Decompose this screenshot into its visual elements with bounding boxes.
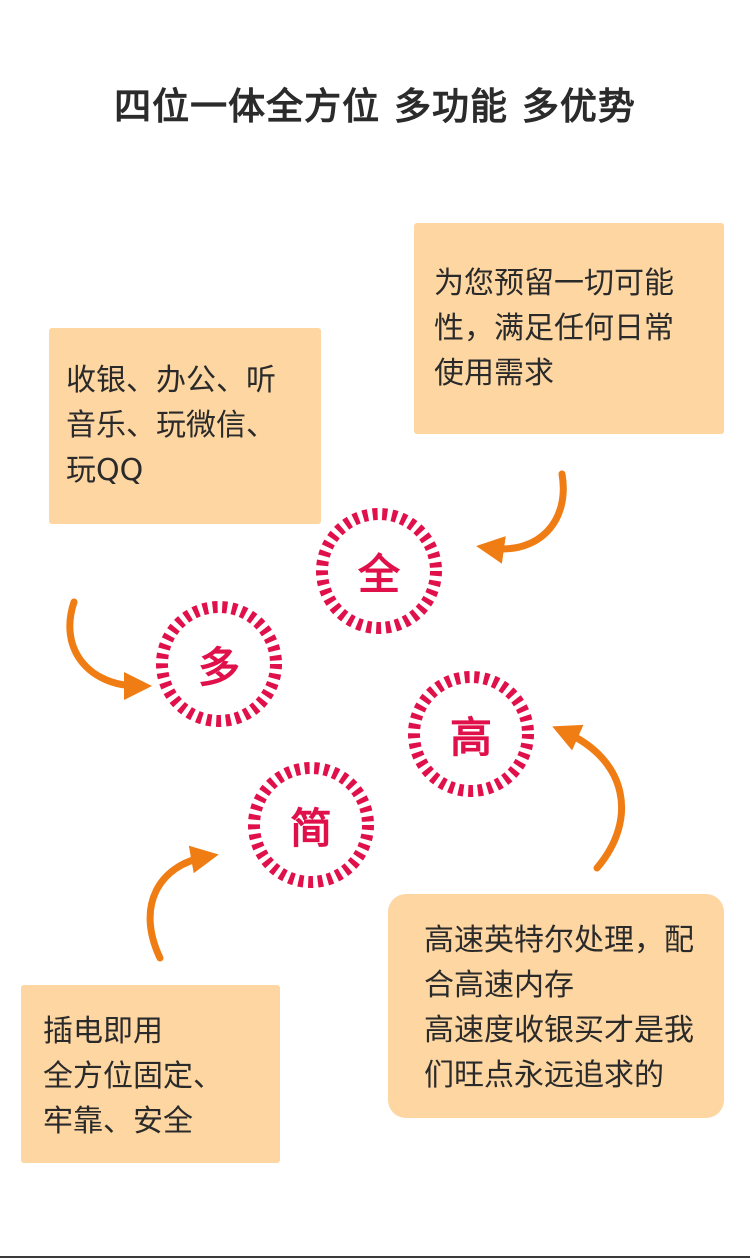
- feature-text-line: 收银、办公、听: [66, 363, 276, 398]
- feature-text-line: 牢靠、安全: [43, 1104, 193, 1139]
- feature-text-line: 性，满足任何日常: [434, 311, 674, 346]
- badge-duo: 多: [154, 599, 284, 729]
- feature-text-line: 插电即用: [43, 1014, 163, 1049]
- feature-text-line: 高速英特尔处理，配: [424, 923, 694, 958]
- curved-arrow-icon: [66, 598, 152, 700]
- feature-text-line: 全方位固定、: [43, 1059, 223, 1094]
- feature-box-simplicity: 插电即用 全方位固定、 牢靠、安全: [21, 985, 280, 1163]
- badge-jian: 简: [246, 760, 376, 890]
- feature-box-flexibility: 为您预留一切可能 性，满足任何日常 使用需求: [414, 223, 724, 434]
- page-title: 四位一体全方位 多功能 多优势: [114, 85, 636, 128]
- feature-text-line: 为您预留一切可能: [434, 266, 674, 301]
- badge-char: 多: [197, 642, 240, 692]
- dashed-ring-icon: [408, 671, 534, 797]
- feature-box-performance: 高速英特尔处理，配 合高速内存 高速度收银买才是我 们旺点永远追求的: [388, 894, 724, 1118]
- curved-arrow-icon: [476, 470, 567, 564]
- feature-text-line: 使用需求: [434, 356, 554, 391]
- feature-text-line: 玩QQ: [66, 453, 144, 488]
- badge-char: 简: [289, 803, 332, 853]
- bottom-divider: [0, 1256, 750, 1258]
- dashed-ring-icon: [156, 601, 282, 727]
- badge-char: 高: [449, 712, 492, 762]
- feature-text-line: 们旺点永远追求的: [424, 1058, 664, 1093]
- badge-char: 全: [357, 549, 400, 599]
- curved-arrow-icon: [146, 845, 219, 962]
- curved-arrow-icon: [552, 724, 625, 872]
- dashed-ring-icon: [248, 762, 374, 888]
- feature-text-line: 音乐、玩微信、: [66, 408, 276, 443]
- feature-box-multifunction: 收银、办公、听 音乐、玩微信、 玩QQ: [49, 328, 321, 524]
- dashed-ring-icon: [316, 508, 442, 634]
- badge-quan: 全: [314, 506, 444, 636]
- badge-gao: 高: [406, 669, 536, 799]
- feature-text-line: 高速度收银买才是我: [424, 1013, 694, 1048]
- feature-text-line: 合高速内存: [424, 968, 574, 1003]
